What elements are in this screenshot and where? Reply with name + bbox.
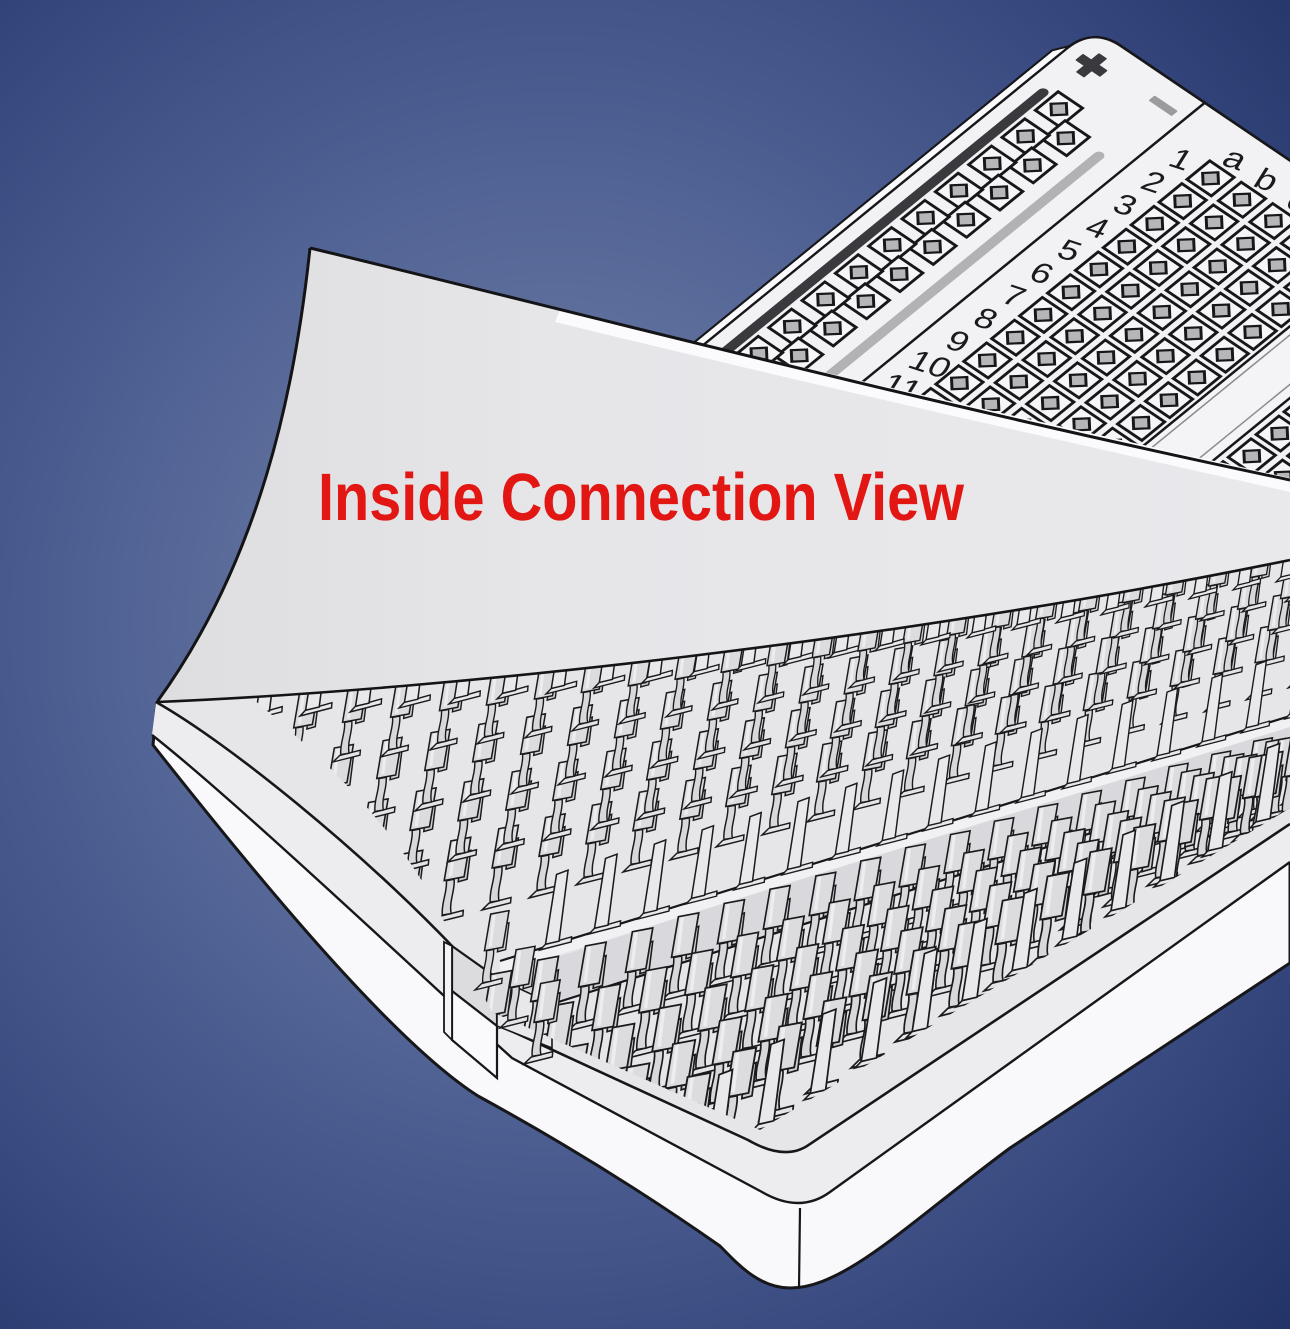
- svg-text:Inside Connection View: Inside Connection View: [318, 460, 965, 535]
